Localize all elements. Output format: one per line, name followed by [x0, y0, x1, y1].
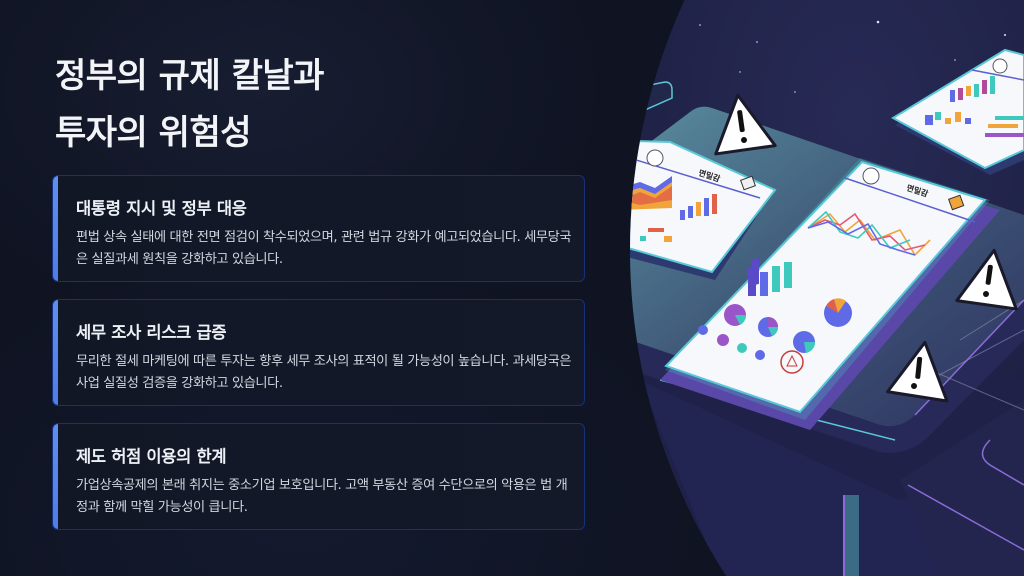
content-panel: 정부의 규제 칼날과 투자의 위험성 대통령 지시 및 정부 대응 편법 상속 … [52, 48, 585, 530]
info-card-tax-audit-risk: 세무 조사 리스크 급증 무리한 절세 마케팅에 따른 투자는 향후 세무 조사… [52, 299, 585, 406]
card-title: 세무 조사 리스크 급증 [76, 323, 227, 342]
card-title: 대통령 지시 및 정부 대응 [76, 199, 247, 218]
info-card-presidential-directive: 대통령 지시 및 정부 대응 편법 상속 실태에 대한 전면 점검이 착수되었으… [52, 175, 585, 282]
info-card-loophole-limits: 제도 허점 이용의 한계 가업상속공제의 본래 취지는 중소기업 보호입니다. … [52, 423, 585, 530]
card-body: 무리한 절세 마케팅에 따른 투자는 향후 세무 조사의 표적이 될 가능성이 … [76, 354, 572, 391]
card-body: 가업상속공제의 본래 취지는 중소기업 보호입니다. 고액 부동산 증여 수단으… [76, 478, 568, 515]
slide-title-line-2: 투자의 위험성 [55, 113, 252, 153]
card-body: 편법 상속 실태에 대한 전면 점검이 착수되었으며, 관련 법규 강화가 예고… [76, 230, 572, 267]
card-title: 제도 허점 이용의 한계 [76, 447, 227, 466]
slide-title-line-1: 정부의 규제 칼날과 [55, 56, 324, 96]
slide-title: 정부의 규제 칼날과 투자의 위험성 [55, 48, 324, 162]
